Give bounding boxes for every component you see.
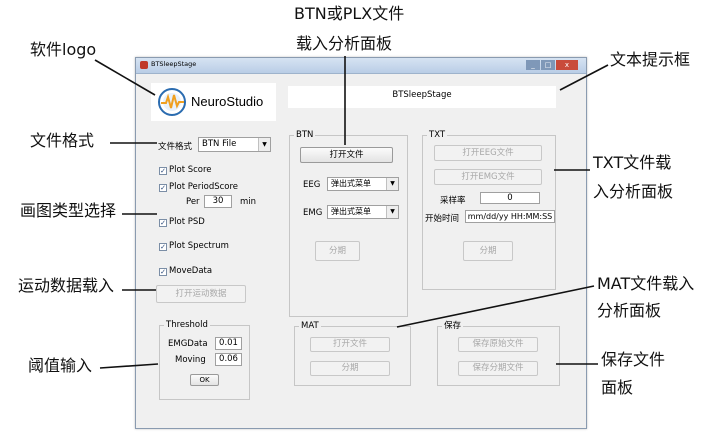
moving-threshold-label: Moving: [175, 355, 206, 365]
plot-score-checkbox[interactable]: ✓: [159, 167, 167, 175]
btn-open-file-button[interactable]: 打开文件: [300, 147, 393, 163]
ok-button[interactable]: OK: [190, 374, 219, 386]
leader-mat-panel: [396, 285, 595, 328]
eeg-label: EEG: [303, 180, 321, 190]
save-panel-title: 保存: [442, 320, 464, 332]
emg-channel-select[interactable]: 弹出式菜单 ▼: [327, 205, 399, 219]
plot-spectrum-label: Plot Spectrum: [169, 241, 229, 251]
annotation-logo: 软件logo: [30, 40, 97, 59]
open-emg-file-button[interactable]: 打开EMG文件: [434, 169, 542, 185]
annotation-file-format: 文件格式: [30, 131, 95, 150]
hint-text-box: BTSleepStage: [288, 86, 556, 108]
txt-split-button[interactable]: 分期: [463, 241, 513, 261]
chevron-down-icon: ▼: [258, 138, 270, 151]
emg-threshold-label: EMGData: [168, 339, 208, 349]
move-data-label: MoveData: [169, 266, 213, 276]
chevron-down-icon: ▼: [386, 178, 398, 190]
annotation-motion-load: 运动数据载入: [18, 276, 115, 295]
app-window: BTSleepStage _ □ x NeuroStudio BTSleepSt…: [135, 57, 587, 429]
plot-spectrum-checkbox[interactable]: ✓: [159, 243, 167, 251]
maximize-icon[interactable]: □: [541, 60, 555, 70]
app-icon: [140, 61, 148, 69]
annotation-txt-panel-2: 入分析面板: [593, 182, 674, 201]
leader-hint: [559, 64, 609, 91]
window-title: BTSleepStage: [151, 60, 197, 68]
annotation-btn-plx-2: 载入分析面板: [296, 34, 393, 53]
txt-panel-title: TXT: [427, 129, 448, 141]
annotation-btn-plx-1: BTN或PLX文件: [294, 4, 405, 23]
open-motion-data-button[interactable]: 打开运动数据: [156, 285, 246, 303]
plot-period-label: Plot PeriodScore: [169, 182, 239, 192]
annotation-plot-type: 画图类型选择: [20, 201, 117, 220]
plot-period-checkbox[interactable]: ✓: [159, 184, 167, 192]
eeg-channel-select[interactable]: 弹出式菜单 ▼: [327, 177, 399, 191]
mat-open-file-button[interactable]: 打开文件: [310, 337, 390, 352]
sample-rate-label: 采样率: [440, 196, 466, 206]
logo: NeuroStudio: [151, 83, 276, 121]
emg-label: EMG: [303, 208, 323, 218]
period-minutes-input[interactable]: 30: [204, 195, 232, 208]
hint-text: BTSleepStage: [392, 90, 452, 100]
txt-panel: TXT 打开EEG文件 打开EMG文件 采样率 0 开始时间 mm/dd/yy …: [422, 129, 556, 290]
chevron-down-icon: ▼: [386, 206, 398, 218]
moving-threshold-input[interactable]: 0.06: [215, 353, 242, 366]
file-format-value: BTN File: [202, 139, 237, 149]
mat-panel: MAT 打开文件 分期: [294, 320, 411, 386]
logo-text: NeuroStudio: [191, 94, 264, 109]
plot-score-label: Plot Score: [169, 165, 212, 175]
start-time-label: 开始时间: [425, 214, 460, 224]
neurostudio-logo-icon: [158, 88, 186, 116]
annotation-mat-panel-2: 分析面板: [597, 301, 662, 320]
per-label: Per: [186, 197, 200, 207]
annotation-threshold: 阈值输入: [28, 356, 93, 375]
btn-panel: BTN 打开文件 EEG 弹出式菜单 ▼ EMG 弹出式菜单 ▼ 分期: [289, 129, 408, 317]
annotation-save-panel-2: 面板: [601, 378, 634, 397]
min-label: min: [240, 197, 257, 207]
minimize-icon[interactable]: _: [526, 60, 540, 70]
format-label: 文件格式: [158, 142, 193, 152]
title-bar: BTSleepStage _ □ x: [136, 58, 586, 74]
file-format-select[interactable]: BTN File ▼: [198, 137, 271, 152]
threshold-title: Threshold: [164, 319, 210, 331]
annotation-txt-panel-1: TXT文件载: [593, 153, 672, 172]
eeg-channel-value: 弹出式菜单: [331, 179, 371, 188]
save-panel: 保存 保存原始文件 保存分期文件: [437, 320, 560, 386]
btn-panel-title: BTN: [294, 129, 316, 141]
emg-threshold-input[interactable]: 0.01: [215, 337, 242, 350]
annotation-mat-panel-1: MAT文件载入: [597, 274, 695, 293]
leader-threshold: [99, 363, 159, 369]
move-data-checkbox[interactable]: ✓: [159, 268, 167, 276]
annotation-save-panel-1: 保存文件: [601, 350, 666, 369]
annotation-text-hint: 文本提示框: [610, 50, 691, 69]
btn-split-button[interactable]: 分期: [315, 241, 360, 261]
start-time-input[interactable]: mm/dd/yy HH:MM:SS: [465, 210, 555, 223]
mat-split-button[interactable]: 分期: [310, 361, 390, 376]
save-split-file-button[interactable]: 保存分期文件: [458, 361, 538, 376]
open-eeg-file-button[interactable]: 打开EEG文件: [434, 145, 542, 161]
save-raw-file-button[interactable]: 保存原始文件: [458, 337, 538, 352]
leader-logo: [94, 59, 156, 96]
emg-channel-value: 弹出式菜单: [331, 207, 371, 216]
plot-psd-label: Plot PSD: [169, 217, 205, 227]
sample-rate-input[interactable]: 0: [480, 192, 540, 204]
close-icon[interactable]: x: [556, 60, 578, 70]
threshold-group: Threshold EMGData 0.01 Moving 0.06 OK: [159, 319, 250, 400]
mat-panel-title: MAT: [299, 320, 321, 332]
plot-psd-checkbox[interactable]: ✓: [159, 219, 167, 227]
